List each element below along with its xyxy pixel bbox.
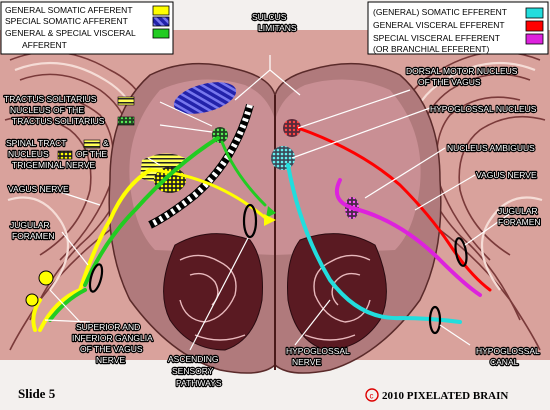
legend-tractus-swatch bbox=[117, 96, 135, 106]
copyright-circle bbox=[365, 388, 379, 402]
legend-gsva-swatch bbox=[152, 28, 170, 39]
leader-lines bbox=[44, 55, 519, 351]
legend-efferent-label-2b: (OR BRANCHIAL EFFERENT) bbox=[373, 44, 490, 54]
gsva-fiber bbox=[83, 136, 220, 287]
label-ganglia-2: INFERIOR GANGLIA bbox=[72, 333, 153, 343]
sve-fiber bbox=[335, 178, 482, 297]
gse-fiber bbox=[286, 163, 462, 324]
legend-afferent-label-2: GENERAL & SPECIAL VISCERAL bbox=[5, 28, 136, 38]
label-ascending-3: PATHWAYS bbox=[176, 378, 222, 388]
legend-ssa-swatch bbox=[152, 16, 170, 27]
label-jugular-right-2: FORAMEN bbox=[498, 217, 541, 227]
label-sulcus-2: LIMITANS bbox=[258, 23, 297, 33]
legend-spinal-tract-swatch bbox=[83, 139, 101, 149]
label-hypoglossal-nerve-1: HYPOGLOSSAL bbox=[286, 346, 350, 356]
legend-sve-swatch bbox=[525, 33, 544, 45]
label-spinal-4: TRIGEMINAL NERVE bbox=[12, 160, 95, 170]
legend-efferent-label-2: SPECIAL VISCERAL EFFERENT bbox=[373, 33, 500, 43]
dorsal-motor-nucleus bbox=[283, 119, 301, 137]
copyright-symbol: c bbox=[370, 392, 374, 401]
jugular-foramen-left bbox=[88, 263, 104, 293]
copyright-text: 2010 PIXELATED BRAIN bbox=[382, 390, 508, 402]
label-nucleus-ambiguus: NUCLEUS AMBIGUUS bbox=[447, 143, 535, 153]
label-vagus-right: VAGUS NERVE bbox=[476, 170, 537, 180]
label-tractus-2: NUCLEUS OF THE bbox=[10, 105, 84, 115]
legend-afferent-label-0: GENERAL SOMATIC AFFERENT bbox=[5, 5, 133, 15]
legend-gve-swatch bbox=[525, 20, 544, 32]
legend-efferent: (GENERAL) SOMATIC EFFERENT GENERAL VISCE… bbox=[367, 1, 549, 55]
label-ganglia-1: SUPERIOR AND bbox=[76, 322, 140, 332]
label-jugular-left-2: FORAMEN bbox=[12, 231, 55, 241]
hypoglossal-nucleus bbox=[271, 146, 295, 170]
label-ascending-1: ASCENDING bbox=[168, 354, 219, 364]
pathways bbox=[31, 126, 492, 332]
legend-afferent: GENERAL SOMATIC AFFERENT SPECIAL SOMATIC… bbox=[0, 1, 174, 55]
label-ganglia-4: NERVE bbox=[96, 355, 125, 365]
label-sulcus-1: SULCUS bbox=[252, 12, 287, 22]
legend-nts-swatch bbox=[117, 116, 135, 126]
label-spinal-3: OF THE bbox=[76, 149, 107, 159]
label-ganglia-3: OF THE VAGUS bbox=[80, 344, 143, 354]
gve-fiber bbox=[296, 126, 492, 292]
label-tractus-3: TRACTUS SOLITARIUS bbox=[12, 116, 105, 126]
label-dorsal-motor-1: DORSAL MOTOR NUCLEUS bbox=[406, 66, 518, 76]
labels: SULCUS LIMITANS TRACTUS SOLITARIUS NUCLE… bbox=[3, 11, 542, 389]
jugular-foramen-right bbox=[454, 237, 468, 267]
superior-ganglion bbox=[38, 270, 54, 286]
legend-gse-swatch bbox=[525, 7, 544, 19]
slide-number: Slide 5 bbox=[18, 386, 56, 401]
legend-afferent-label-2b: AFFERENT bbox=[22, 40, 67, 50]
label-vagus-left: VAGUS NERVE bbox=[8, 184, 69, 194]
label-spinal-1: SPINAL TRACT bbox=[6, 138, 66, 148]
label-jugular-right-1: JUGULAR bbox=[498, 206, 538, 216]
hypoglossal-canal bbox=[428, 305, 442, 335]
label-hypoglossal-nucleus: HYPOGLOSSAL NUCLEUS bbox=[430, 104, 537, 114]
legend-spinal-nucleus-swatch bbox=[57, 150, 73, 160]
legend-efferent-label-0: (GENERAL) SOMATIC EFFERENT bbox=[373, 7, 507, 17]
sensory-pathway-marker bbox=[242, 203, 258, 239]
gsa-fiber bbox=[78, 168, 152, 292]
label-spinal-2: NUCLEUS bbox=[8, 149, 49, 159]
legend-afferent-label-1: SPECIAL SOMATIC AFFERENT bbox=[5, 16, 128, 26]
legend-gsa-swatch bbox=[152, 5, 170, 16]
label-hypoglossal-nerve-2: NERVE bbox=[292, 357, 321, 367]
label-hypoglossal-canal-1: HYPOGLOSSAL bbox=[476, 346, 540, 356]
label-jugular-left-1: JUGULAR bbox=[10, 220, 50, 230]
label-ascending-2: SENSORY bbox=[172, 366, 214, 376]
label-hypoglossal-canal-2: CANAL bbox=[490, 357, 519, 367]
medulla bbox=[108, 62, 442, 374]
legend-efferent-label-1: GENERAL VISCERAL EFFERENT bbox=[373, 20, 505, 30]
label-tractus-1: TRACTUS SOLITARIUS bbox=[4, 94, 97, 104]
special-somatic-afferent-nucleus bbox=[173, 82, 237, 114]
label-dorsal-motor-2: OF THE VAGUS bbox=[418, 77, 481, 87]
inferior-ganglion bbox=[25, 293, 39, 307]
label-spinal-amp: & bbox=[103, 138, 109, 148]
